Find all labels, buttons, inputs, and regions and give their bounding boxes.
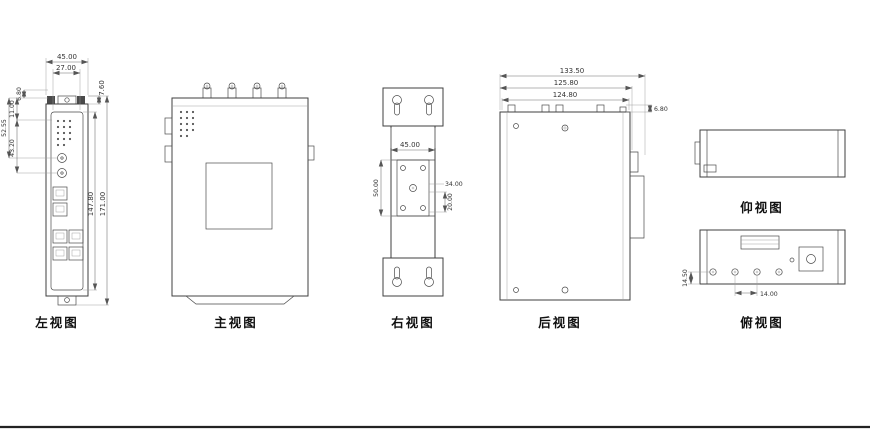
right-view-label: 右视图 [390, 315, 435, 330]
rear-dim-6-80: 6.80 [654, 106, 668, 113]
top-view-body [699, 229, 846, 285]
right-view: 45.00 50.00 34.00 20.00 右视图 [373, 87, 463, 330]
bracket-bottom-flange [382, 257, 444, 297]
left-dim-7-60: 7.60 [98, 80, 106, 96]
left-dim-11: 11.00 [9, 100, 16, 118]
front-view-label: 主视图 [214, 315, 258, 330]
din-rail-clip [630, 151, 645, 239]
end-step [694, 141, 701, 165]
power-jack-icon [806, 254, 816, 264]
left-dimensions: 45.00 27.00 7.60 6.80 11.00 52.55 43.20 … [1, 53, 110, 306]
top-view-label: 俯视图 [740, 315, 784, 330]
rear-dimensions: 133.50 125.80 124.80 6.80 [499, 67, 668, 155]
power-terminal [798, 246, 824, 272]
label-area [205, 162, 273, 230]
left-dim-147-80: 147.80 [87, 192, 95, 217]
screw-icon [400, 205, 406, 211]
antenna-nub [47, 96, 55, 104]
left-dim-43-20: 43.20 [9, 139, 16, 157]
left-dim-52-55: 52.55 [1, 119, 8, 137]
bracket-top-flange [382, 87, 444, 127]
left-view-label: 左视图 [34, 315, 79, 330]
round-connector-icon [57, 153, 67, 163]
rear-dim-133-50: 133.50 [560, 67, 585, 75]
bottom-view-body [699, 129, 846, 178]
mount-hole-icon [64, 297, 70, 303]
mount-hole-icon [392, 277, 402, 287]
screw-icon [561, 286, 569, 294]
left-top-mount-tab [57, 95, 77, 105]
side-tab [164, 145, 173, 163]
top-dim-14: 14.00 [760, 291, 778, 298]
center-screw-icon [409, 184, 417, 192]
left-view: 45.00 27.00 7.60 6.80 11.00 52.55 43.20 … [1, 53, 110, 330]
left-dim-45: 45.00 [57, 53, 77, 61]
antenna-nub [77, 96, 85, 104]
rear-top-connectors [507, 104, 627, 113]
side-tab [307, 145, 315, 161]
left-dim-27: 27.00 [56, 64, 76, 72]
top-dimensions: 14.00 14.50 [682, 269, 778, 298]
center-screw-pin [411, 186, 415, 190]
left-bottom-mount-tab [57, 295, 77, 306]
antenna-sockets [709, 268, 783, 276]
mount-hole-icon [424, 95, 434, 105]
rear-view: 133.50 125.80 124.80 6.80 后视图 [499, 67, 668, 330]
left-face-panel [50, 111, 84, 291]
left-dim-6-80: 6.80 [16, 87, 23, 101]
rear-dim-124-80: 124.80 [553, 91, 578, 99]
right-dimensions: 45.00 50.00 34.00 20.00 [373, 128, 463, 217]
screw-icon [513, 287, 519, 293]
top-dim-14-50: 14.50 [682, 269, 689, 287]
led-grid [56, 119, 72, 147]
round-connector-pin [60, 171, 64, 175]
rear-view-label: 后视图 [538, 315, 582, 330]
top-view: 14.00 14.50 俯视图 [682, 229, 846, 330]
round-connector-pin [60, 156, 64, 160]
bottom-view: 仰视图 [694, 129, 846, 215]
left-dim-171: 171.00 [99, 192, 107, 217]
led-grid [179, 110, 195, 138]
round-connector-icon [57, 168, 67, 178]
screw-icon [400, 165, 406, 171]
port-cutout [703, 164, 717, 173]
side-tab [164, 117, 173, 135]
bottom-view-label: 仰视图 [740, 200, 784, 215]
reset-hole-icon [789, 257, 795, 263]
sim-card-slot [740, 235, 780, 250]
rear-dim-125-80: 125.80 [554, 79, 579, 87]
ethernet-ports [52, 186, 84, 261]
mount-slot [394, 102, 400, 116]
right-dim-45: 45.00 [400, 141, 420, 149]
rear-view-body [499, 111, 631, 301]
mount-slot [394, 266, 400, 280]
mount-hole-icon [64, 97, 70, 103]
front-view-body [171, 97, 309, 297]
screw-icon [420, 165, 426, 171]
right-dim-50: 50.00 [373, 179, 380, 197]
bottom-chamfer [185, 295, 295, 305]
screw-plate [396, 159, 430, 217]
mount-slot [426, 266, 432, 280]
right-dim-34: 34.00 [445, 181, 463, 188]
mount-hole-icon [424, 277, 434, 287]
mount-hole-icon [392, 95, 402, 105]
antenna-connectors [202, 82, 287, 99]
mount-slot [426, 102, 432, 116]
screw-icon [513, 123, 519, 129]
screw-icon [420, 205, 426, 211]
front-view: 主视图 [164, 82, 315, 330]
right-dim-20: 20.00 [447, 193, 454, 211]
